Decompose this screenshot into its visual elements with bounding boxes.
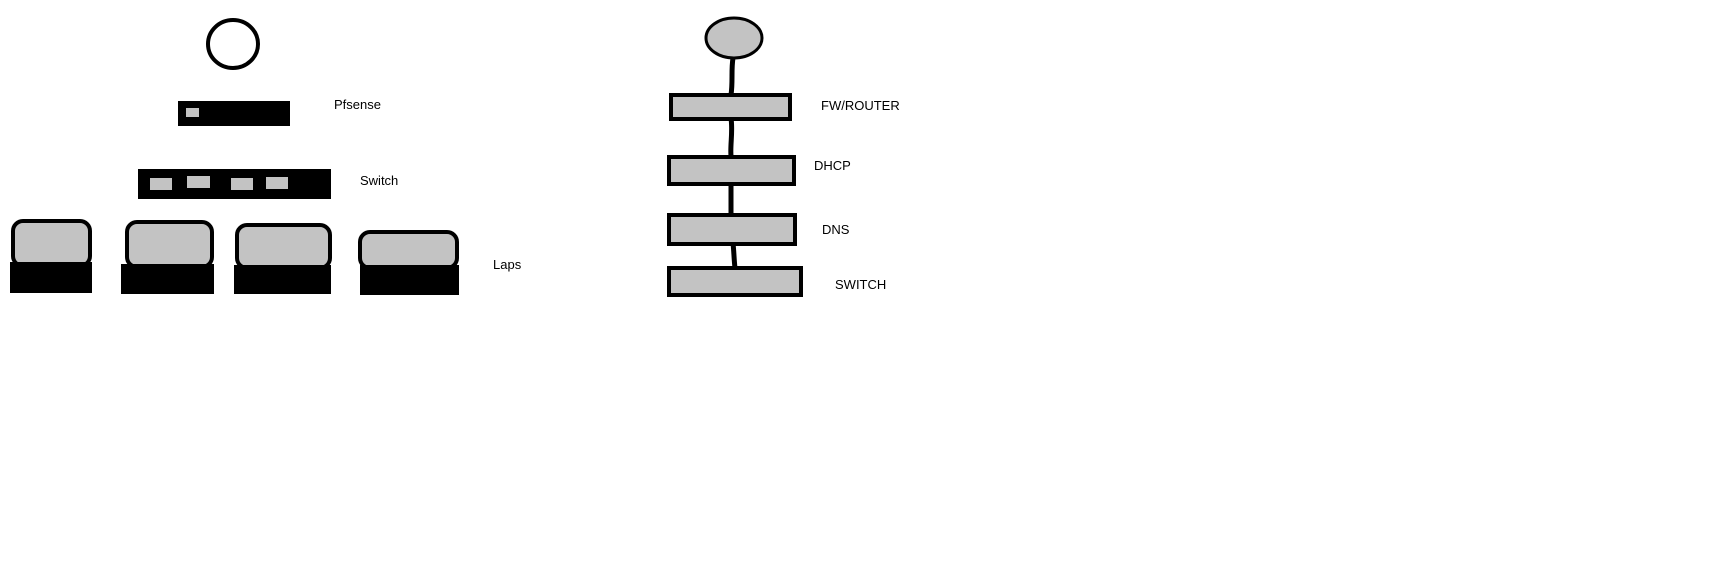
laptop-4 [358, 230, 459, 295]
fw-router-box [669, 93, 792, 121]
laptop-screen [358, 230, 459, 270]
dhcp-label: DHCP [814, 158, 851, 173]
switch-port-4 [266, 177, 288, 189]
pfsense-device [178, 101, 290, 126]
laptop-screen [11, 219, 92, 268]
switch-port-1 [150, 178, 172, 190]
switch-label: Switch [360, 173, 399, 188]
dhcp-box [667, 155, 796, 186]
switch-box [667, 266, 803, 297]
switch-right-label: SWITCH [835, 277, 887, 292]
switch-device [138, 169, 331, 199]
laptop-base [234, 265, 331, 294]
switch-port-2 [187, 176, 210, 188]
right-diagram [667, 16, 803, 297]
link-line-top [728, 57, 736, 96]
internet-ellipse-icon [704, 16, 764, 60]
left-diagram [10, 18, 459, 295]
laptop-2 [121, 220, 214, 294]
pfsense-port [186, 108, 199, 117]
link-line-dns-switch [730, 242, 738, 269]
dns-box [667, 213, 797, 246]
laptop-base [10, 262, 92, 293]
internet-circle-icon [206, 18, 260, 70]
laptop-3 [234, 223, 332, 294]
dns-label: DNS [822, 222, 850, 237]
laps-label: Laps [493, 257, 522, 272]
laptop-base [360, 265, 459, 295]
laptop-screen [235, 223, 332, 270]
link-line-fw-dhcp [728, 117, 735, 157]
laptop-1 [10, 219, 92, 293]
laptop-screen [125, 220, 214, 269]
pfsense-label: Pfsense [334, 97, 381, 112]
switch-port-3 [231, 178, 253, 190]
laptop-base [121, 264, 214, 294]
fw-router-label: FW/ROUTER [821, 98, 900, 113]
